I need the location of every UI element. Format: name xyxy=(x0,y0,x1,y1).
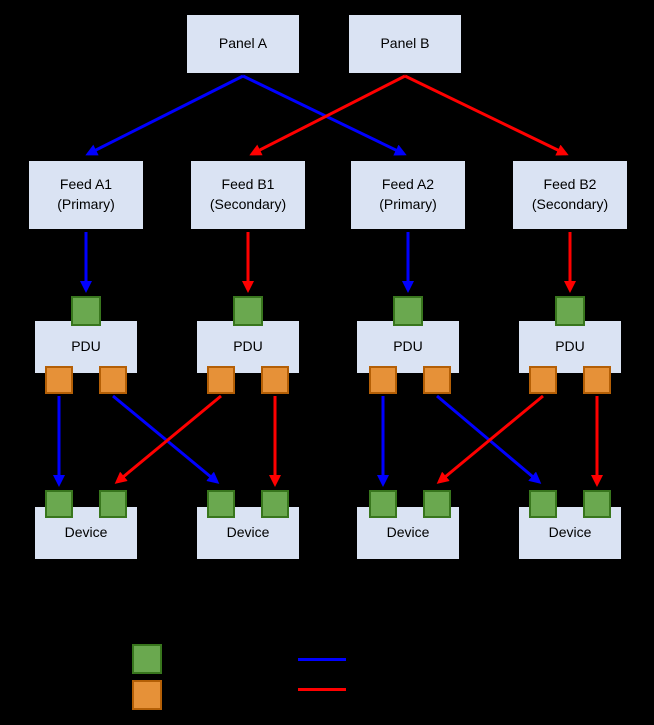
pdu-1-label: PDU xyxy=(71,338,101,355)
arrow-pdu-2-device-1 xyxy=(114,394,222,484)
feed-a1-node: Feed A1 (Primary) xyxy=(28,160,144,230)
device-2-label: Device xyxy=(226,524,270,541)
feed-b1-name: Feed B1 xyxy=(221,176,275,193)
pdu-2-output-port-right xyxy=(261,366,289,394)
device-3-label: Device xyxy=(386,524,430,541)
pdu-2-output-port-left xyxy=(207,366,235,394)
legend-input-port-swatch xyxy=(132,644,162,674)
arrow-pdu-4-device-3 xyxy=(436,394,544,484)
panel-a-label: Panel A xyxy=(218,35,268,52)
pdu-3-output-port-left xyxy=(369,366,397,394)
feed-b1-type: (Secondary) xyxy=(209,196,287,212)
device-4-input-port-left xyxy=(529,490,557,518)
device-4-input-port-right xyxy=(583,490,611,518)
device-1-input-port-left xyxy=(45,490,73,518)
arrow-pdu-1-device-2 xyxy=(112,394,220,484)
pdu-2-label: PDU xyxy=(233,338,263,355)
device-1-label: Device xyxy=(64,524,108,541)
feed-a2-type: (Primary) xyxy=(379,196,437,212)
feed-b2-node: Feed B2 (Secondary) xyxy=(512,160,628,230)
pdu-3-input-port xyxy=(393,296,423,326)
panel-a-node: Panel A xyxy=(186,14,300,74)
pdu-2-node: PDU xyxy=(196,320,300,374)
pdu-1-input-port xyxy=(71,296,101,326)
panel-b-node: Panel B xyxy=(348,14,462,74)
pdu-1-output-port-right xyxy=(99,366,127,394)
feed-a1-name: Feed A1 xyxy=(59,176,113,193)
pdu-1-node: PDU xyxy=(34,320,138,374)
feed-a2-node: Feed A2 (Primary) xyxy=(350,160,466,230)
legend-output-port-swatch xyxy=(132,680,162,710)
pdu-2-input-port xyxy=(233,296,263,326)
pdu-3-node: PDU xyxy=(356,320,460,374)
feed-a2-name: Feed A2 xyxy=(381,176,435,193)
arrow-pdu-3-device-4 xyxy=(436,394,542,484)
device-3-input-port-right xyxy=(423,490,451,518)
feed-b2-type: (Secondary) xyxy=(531,196,609,212)
device-1-input-port-right xyxy=(99,490,127,518)
feed-b1-node: Feed B1 (Secondary) xyxy=(190,160,306,230)
pdu-1-output-port-left xyxy=(45,366,73,394)
pdu-4-output-port-left xyxy=(529,366,557,394)
legend-primary-path-line xyxy=(298,658,346,661)
feed-a1-type: (Primary) xyxy=(57,196,115,212)
arrow-panel-a-feed-a1 xyxy=(85,74,244,156)
device-3-input-port-left xyxy=(369,490,397,518)
pdu-4-output-port-right xyxy=(583,366,611,394)
pdu-4-node: PDU xyxy=(518,320,622,374)
pdu-3-output-port-right xyxy=(423,366,451,394)
arrow-panel-b-feed-b1 xyxy=(249,74,406,156)
device-2-input-port-right xyxy=(261,490,289,518)
feed-b2-name: Feed B2 xyxy=(543,176,597,193)
arrow-panel-b-feed-b2 xyxy=(404,74,569,156)
device-2-input-port-left xyxy=(207,490,235,518)
arrow-panel-a-feed-a2 xyxy=(242,74,407,156)
pdu-4-input-port xyxy=(555,296,585,326)
device-4-label: Device xyxy=(548,524,592,541)
legend-secondary-path-line xyxy=(298,688,346,691)
pdu-4-label: PDU xyxy=(555,338,585,355)
pdu-3-label: PDU xyxy=(393,338,423,355)
panel-b-label: Panel B xyxy=(380,35,430,52)
